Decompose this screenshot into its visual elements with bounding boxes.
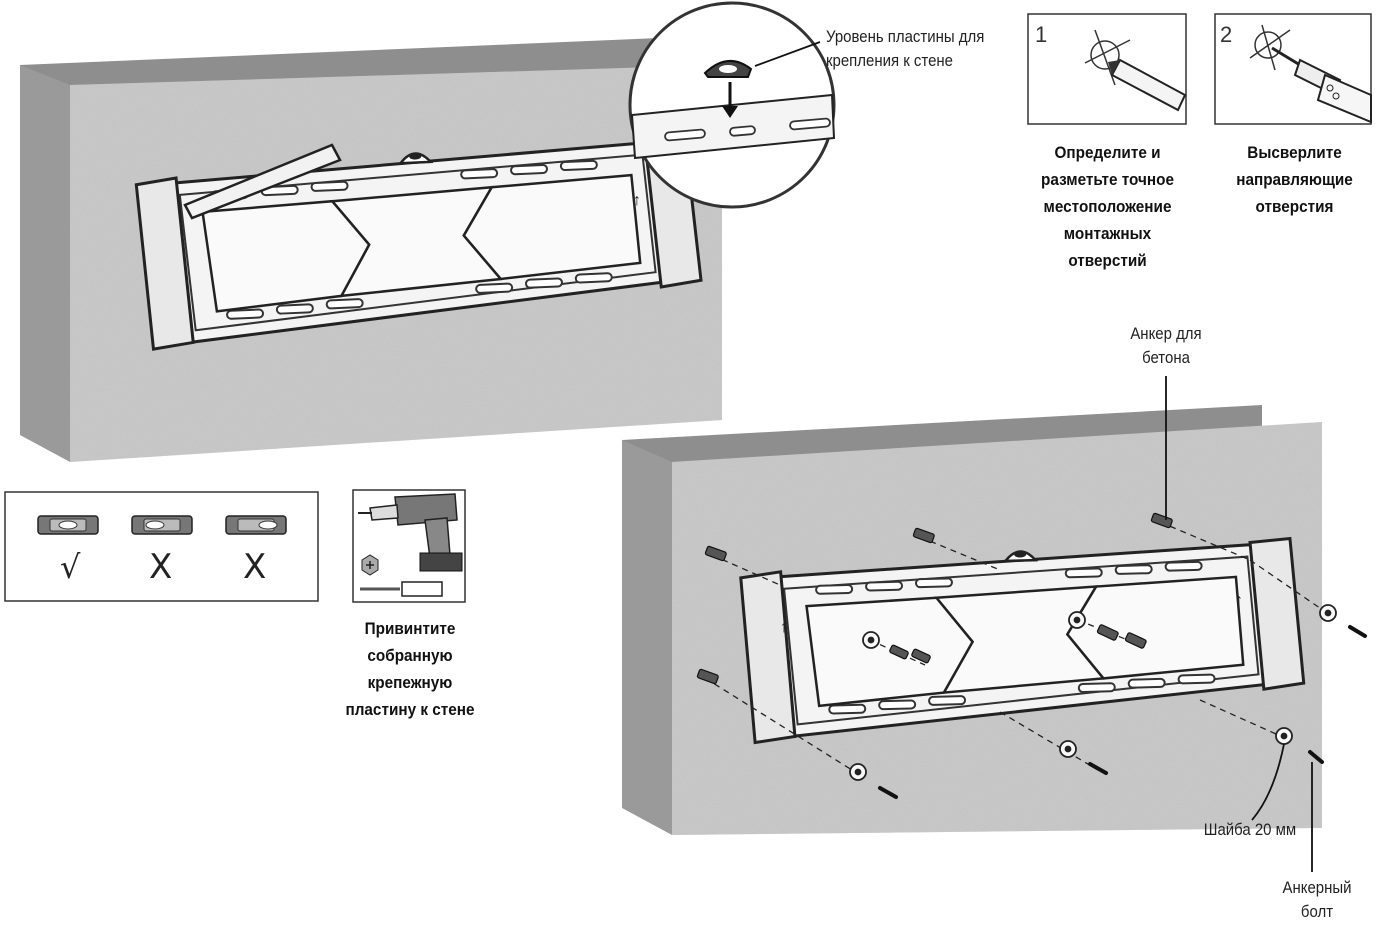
step-2-number: 2 — [1220, 22, 1232, 47]
bottom-right-wall-illustration: ↑ ↑ — [622, 376, 1367, 872]
tool-panel — [352, 489, 466, 603]
concrete-anchor-callout: Анкер для бетона — [1130, 324, 1202, 367]
top-left-wall-illustration: ↑ ↑ — [20, 38, 722, 462]
level-plate-callout: Уровень пластины для крепления к стене — [826, 27, 985, 70]
step-2-box: 2 — [1214, 13, 1372, 125]
level-check-panel: √ X X — [4, 491, 319, 602]
step-1-number: 1 — [1035, 22, 1047, 47]
anchor-bolt-callout: Анкерный болт — [1282, 878, 1352, 921]
bubble-level-icon — [37, 515, 99, 535]
bubble-level-icon — [131, 515, 193, 535]
level-mark-wrong: X — [149, 547, 172, 587]
level-mark-correct: √ — [60, 548, 81, 586]
spirit-level-tool — [183, 143, 342, 220]
svg-text:↑: ↑ — [780, 619, 788, 636]
level-plate-zoom-detail — [628, 1, 836, 209]
svg-text:↑: ↑ — [633, 192, 641, 209]
svg-text:↑: ↑ — [178, 227, 186, 244]
pencil-mark-icon — [1084, 29, 1187, 112]
washer-callout: Шайба 20 мм — [1203, 820, 1297, 839]
step-2-caption: Высверлите направляющие отверстия — [1236, 143, 1353, 216]
cordless-drill-icon — [358, 493, 463, 572]
level-mark-wrong: X — [243, 547, 266, 587]
step-1-caption: Определите и разметьте точное местополож… — [1041, 143, 1174, 270]
screw-head-icon — [361, 554, 379, 576]
step-1-box: 1 — [1027, 13, 1187, 125]
bubble-level-icon — [225, 515, 287, 535]
wall-anchor-icon — [360, 581, 443, 597]
tool-panel-caption: Привинтите собранную крепежную пластину … — [345, 619, 475, 719]
svg-text:↑: ↑ — [1235, 592, 1243, 609]
drill-bit-icon — [1249, 24, 1372, 124]
